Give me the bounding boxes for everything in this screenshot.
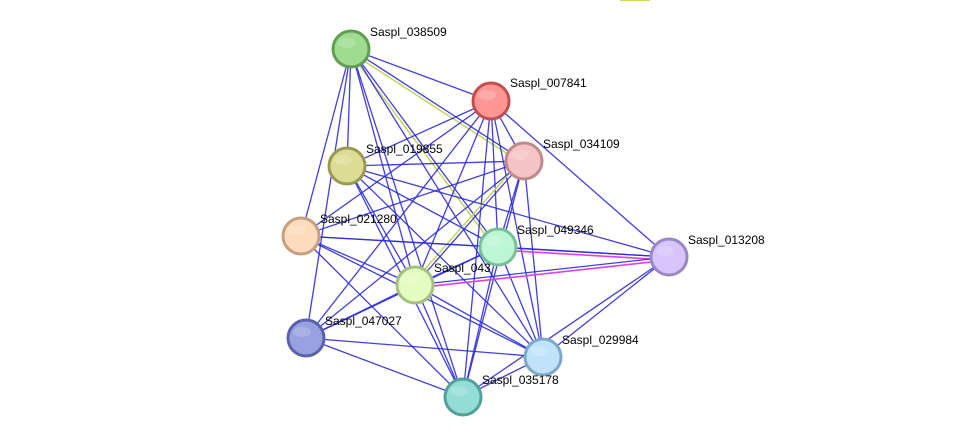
edge-n043xxx-n029984 xyxy=(414,284,544,358)
edge-n038509-n007841 xyxy=(350,48,492,102)
node-highlight xyxy=(334,155,352,165)
node-label: Saspl_035178 xyxy=(482,373,559,387)
node-highlight xyxy=(485,236,503,246)
edge-n013208-n035x78 xyxy=(462,256,670,398)
node-highlight xyxy=(293,327,311,337)
node-circle[interactable] xyxy=(471,81,511,121)
edge-n021280-n035x78 xyxy=(300,235,464,398)
node-circle[interactable] xyxy=(504,141,544,181)
edge-n007841-n013208 xyxy=(490,100,670,258)
node-circle[interactable] xyxy=(649,237,689,277)
edge-n043xxx-n013208 xyxy=(414,256,670,286)
edge-n047027-n029984 xyxy=(305,337,544,358)
node-saspl-007841[interactable] xyxy=(471,81,511,121)
edge-n019855-n029984 xyxy=(346,165,544,358)
node-label: Saspl_007841 xyxy=(510,76,587,90)
edge-n034109-n047027 xyxy=(305,160,525,339)
edge-n007841-n035x78 xyxy=(462,100,492,398)
node-saspl-043[interactable] xyxy=(395,265,435,305)
node-highlight xyxy=(288,225,306,235)
edge-n019855-n013208 xyxy=(346,165,670,258)
node-saspl-038509[interactable] xyxy=(331,29,371,69)
node-label: Saspl_038509 xyxy=(370,25,447,39)
edge-n034109-n019855 xyxy=(346,160,525,167)
node-layer: Saspl_038509Saspl_007841Saspl_034109Sasp… xyxy=(281,25,765,417)
node-circle[interactable] xyxy=(478,227,518,267)
edge-n013208-n029984 xyxy=(542,256,670,358)
edge-n007841-n019855 xyxy=(346,100,492,167)
edge-n043xxx-n047027 xyxy=(305,284,416,339)
edge-n007841-n021280 xyxy=(300,100,492,237)
node-circle[interactable] xyxy=(395,265,435,305)
node-circle[interactable] xyxy=(523,337,563,377)
node-saspl-049346[interactable] xyxy=(478,227,518,267)
edge-n021280-n043xxx xyxy=(300,235,416,286)
edge-n034109-n043xxx xyxy=(412,158,523,284)
edge-n043xxx-n013208 xyxy=(415,259,670,289)
node-label: Saspl_019855 xyxy=(366,142,443,156)
node-highlight xyxy=(511,150,529,160)
node-highlight xyxy=(338,38,356,48)
node-circle[interactable] xyxy=(443,377,483,417)
node-label: Saspl_021280 xyxy=(320,212,397,226)
edge-n019855-n049346 xyxy=(346,165,499,248)
edge-n043xxx-n035x78 xyxy=(414,284,464,398)
node-label: Saspl_049346 xyxy=(517,223,594,237)
edge-n034109-n043xxx xyxy=(414,160,525,286)
node-saspl-013208[interactable] xyxy=(649,237,689,277)
node-circle[interactable] xyxy=(286,318,326,358)
node-saspl-047027[interactable] xyxy=(286,318,326,358)
edge-n007841-n049346 xyxy=(490,100,499,248)
node-highlight xyxy=(530,346,548,356)
edge-n034109-n021280 xyxy=(300,160,525,237)
node-label: Saspl_034109 xyxy=(543,137,620,151)
edge-n049346-n029984 xyxy=(497,246,544,358)
node-highlight xyxy=(656,246,674,256)
node-saspl-029984[interactable] xyxy=(523,337,563,377)
edge-n038509-n035x78 xyxy=(350,48,464,398)
node-circle[interactable] xyxy=(327,146,367,186)
edge-n007841-n043xxx xyxy=(414,100,492,286)
edge-n038509-n019855 xyxy=(346,48,352,167)
edge-n047027-n035x78 xyxy=(305,337,464,398)
node-label: Saspl_029984 xyxy=(562,333,639,347)
edge-n049346-n013208 xyxy=(497,246,670,258)
edge-n038509-n043xxx xyxy=(350,48,416,286)
edge-n038509-n034109 xyxy=(350,48,525,162)
node-label: Saspl_013208 xyxy=(688,233,765,247)
edge-n049346-n013208 xyxy=(497,249,669,261)
edge-n038509-n029984 xyxy=(350,48,544,358)
node-label: Saspl_043 xyxy=(434,261,491,275)
node-saspl-035178[interactable] xyxy=(443,377,483,417)
edge-n007841-n029984 xyxy=(490,100,544,358)
node-saspl-019855[interactable] xyxy=(327,146,367,186)
node-highlight xyxy=(478,90,496,100)
node-saspl-034109[interactable] xyxy=(504,141,544,181)
node-label: Saspl_047027 xyxy=(325,314,402,328)
node-highlight xyxy=(450,386,468,396)
edge-n007841-n047027 xyxy=(305,100,492,339)
edge-n034109-n029984 xyxy=(523,160,544,358)
edge-n038509-n047027 xyxy=(305,48,352,339)
node-circle[interactable] xyxy=(331,29,371,69)
node-saspl-021280[interactable] xyxy=(281,216,321,256)
node-circle[interactable] xyxy=(281,216,321,256)
edge-n038509-n021280 xyxy=(300,48,352,237)
node-highlight xyxy=(402,274,420,284)
edge-n019855-n043xxx xyxy=(346,165,416,286)
